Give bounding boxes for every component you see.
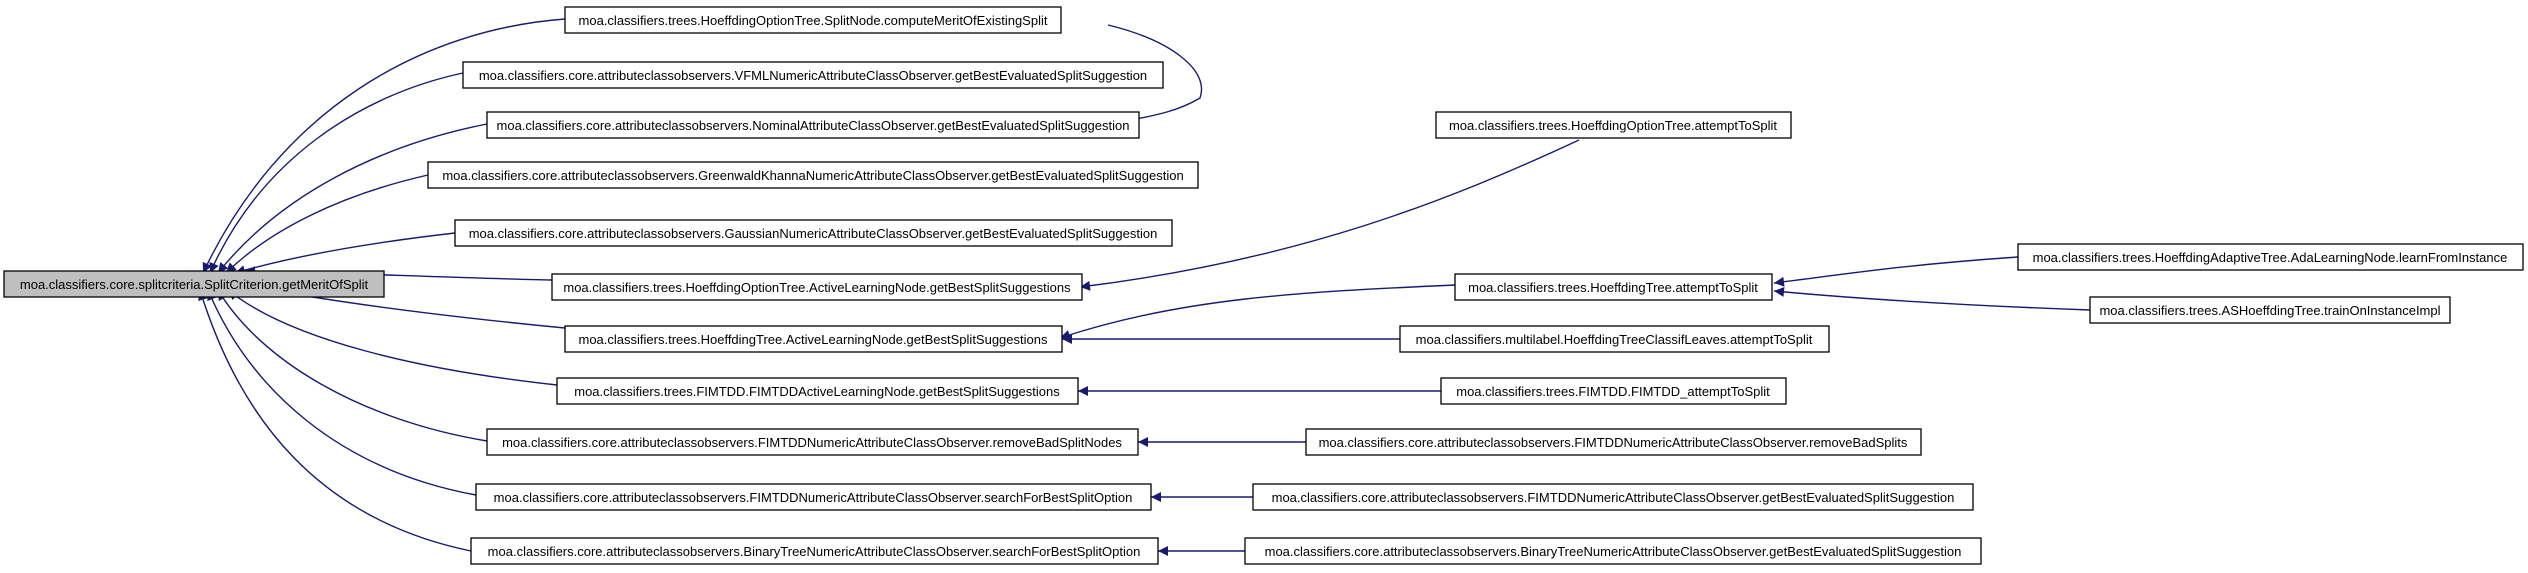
node-root[interactable]: moa.classifiers.core.splitcriteria.Split…	[3, 270, 385, 298]
edge-m1-n6	[1079, 139, 1580, 291]
svg-text:moa.classifiers.trees.Hoeffdin: moa.classifiers.trees.HoeffdingOptionTre…	[1449, 118, 1777, 133]
node-hoeffding-option-tree-attempt-to-split[interactable]: moa.classifiers.trees.HoeffdingOptionTre…	[1435, 111, 1792, 139]
node-hoeffding-tree-attempt-to-split[interactable]: moa.classifiers.trees.HoeffdingTree.atte…	[1454, 273, 1773, 301]
svg-text:moa.classifiers.core.attribute: moa.classifiers.core.attributeclassobser…	[494, 490, 1133, 505]
edge-n9-root	[217, 289, 488, 442]
node-as-hoeffding-tree-train-on-instance-impl[interactable]: moa.classifiers.trees.ASHoeffdingTree.tr…	[2089, 296, 2451, 324]
node-fimtdd-attempt-to-split[interactable]: moa.classifiers.trees.FIMTDD.FIMTDD_atte…	[1440, 377, 1787, 405]
node-binary-tree-search-for-best-split-option[interactable]: moa.classifiers.core.attributeclassobser…	[470, 537, 1159, 565]
svg-text:moa.classifiers.core.attribute: moa.classifiers.core.attributeclassobser…	[442, 168, 1183, 183]
edge-n1-root	[202, 18, 566, 274]
svg-text:moa.classifiers.core.attribute: moa.classifiers.core.attributeclassobser…	[488, 544, 1141, 559]
svg-text:moa.classifiers.trees.FIMTDD.F: moa.classifiers.trees.FIMTDD.FIMTDDActiv…	[574, 384, 1060, 399]
node-gaussian-get-best-evaluated-split-suggestion[interactable]: moa.classifiers.core.attributeclassobser…	[454, 219, 1173, 247]
svg-text:moa.classifiers.core.attribute: moa.classifiers.core.attributeclassobser…	[469, 226, 1158, 241]
svg-text:moa.classifiers.core.splitcrit: moa.classifiers.core.splitcriteria.Split…	[20, 277, 369, 292]
node-binary-tree-get-best-evaluated-split-suggestion[interactable]: moa.classifiers.core.attributeclassobser…	[1244, 537, 1982, 565]
svg-text:moa.classifiers.trees.ASHoeffd: moa.classifiers.trees.ASHoeffdingTree.tr…	[2099, 303, 2440, 318]
node-fimtdd-remove-bad-split-nodes[interactable]: moa.classifiers.core.attributeclassobser…	[486, 428, 1139, 456]
svg-text:moa.classifiers.trees.Hoeffdin: moa.classifiers.trees.HoeffdingTree.atte…	[1468, 280, 1758, 295]
svg-text:moa.classifiers.trees.Hoeffdin: moa.classifiers.trees.HoeffdingOptionTre…	[579, 13, 1048, 28]
node-fimtdd-get-best-evaluated-split-suggestion[interactable]: moa.classifiers.core.attributeclassobser…	[1252, 483, 1974, 511]
svg-text:moa.classifiers.trees.FIMTDD.F: moa.classifiers.trees.FIMTDD.FIMTDD_atte…	[1456, 384, 1770, 399]
svg-text:moa.classifiers.trees.Hoeffdin: moa.classifiers.trees.HoeffdingOptionTre…	[563, 280, 1071, 295]
node-compute-merit-of-existing-split[interactable]: moa.classifiers.trees.HoeffdingOptionTre…	[564, 6, 1062, 34]
node-nominal-get-best-evaluated-split-suggestion[interactable]: moa.classifiers.core.attributeclassobser…	[486, 111, 1140, 139]
node-ada-learning-node-learn-from-instance[interactable]: moa.classifiers.trees.HoeffdingAdaptiveT…	[2017, 243, 2524, 271]
nodes: moa.classifiers.core.splitcriteria.Split…	[3, 6, 2524, 565]
edge-n4-root	[225, 174, 429, 274]
edge-r2-m2	[1773, 286, 2091, 311]
node-fimtdd-remove-bad-splits[interactable]: moa.classifiers.core.attributeclassobser…	[1305, 428, 1922, 456]
node-hoeffding-option-tree-get-best-split-suggestions[interactable]: moa.classifiers.trees.HoeffdingOptionTre…	[551, 273, 1083, 301]
svg-text:moa.classifiers.core.attribute: moa.classifiers.core.attributeclassobser…	[479, 68, 1147, 83]
edge-n10-root	[207, 289, 477, 496]
node-greenwald-khanna-get-best-evaluated-split-suggestion[interactable]: moa.classifiers.core.attributeclassobser…	[427, 161, 1199, 189]
edge-m2-n7	[1059, 284, 1456, 340]
node-vfml-get-best-evaluated-split-suggestion[interactable]: moa.classifiers.core.attributeclassobser…	[462, 61, 1164, 89]
edge-n6-n1	[1107, 24, 1203, 127]
node-fimtdd-get-best-split-suggestions[interactable]: moa.classifiers.trees.FIMTDD.FIMTDDActiv…	[556, 377, 1079, 405]
edge-n8-root	[227, 289, 558, 386]
edge-n11-root	[198, 289, 472, 552]
svg-text:moa.classifiers.multilabel.Hoe: moa.classifiers.multilabel.HoeffdingTree…	[1416, 332, 1813, 347]
svg-text:moa.classifiers.core.attribute: moa.classifiers.core.attributeclassobser…	[1319, 435, 1908, 450]
node-multilabel-attempt-to-split[interactable]: moa.classifiers.multilabel.HoeffdingTree…	[1399, 325, 1830, 353]
edge-r1-m2	[1773, 256, 2019, 287]
svg-text:moa.classifiers.trees.Hoeffdin: moa.classifiers.trees.HoeffdingAdaptiveT…	[2033, 250, 2508, 265]
edge-n2-root	[209, 72, 464, 274]
svg-text:moa.classifiers.core.attribute: moa.classifiers.core.attributeclassobser…	[1265, 544, 1962, 559]
svg-text:moa.classifiers.core.attribute: moa.classifiers.core.attributeclassobser…	[502, 435, 1122, 450]
edges	[198, 18, 2091, 556]
svg-text:moa.classifiers.core.attribute: moa.classifiers.core.attributeclassobser…	[1272, 490, 1955, 505]
edge-n3-root	[217, 123, 488, 274]
svg-text:moa.classifiers.trees.Hoeffdin: moa.classifiers.trees.HoeffdingTree.Acti…	[579, 332, 1048, 347]
node-fimtdd-search-for-best-split-option[interactable]: moa.classifiers.core.attributeclassobser…	[475, 483, 1152, 511]
svg-text:moa.classifiers.core.attribute: moa.classifiers.core.attributeclassobser…	[497, 118, 1130, 133]
node-hoeffding-tree-get-best-split-suggestions[interactable]: moa.classifiers.trees.HoeffdingTree.Acti…	[564, 325, 1063, 353]
